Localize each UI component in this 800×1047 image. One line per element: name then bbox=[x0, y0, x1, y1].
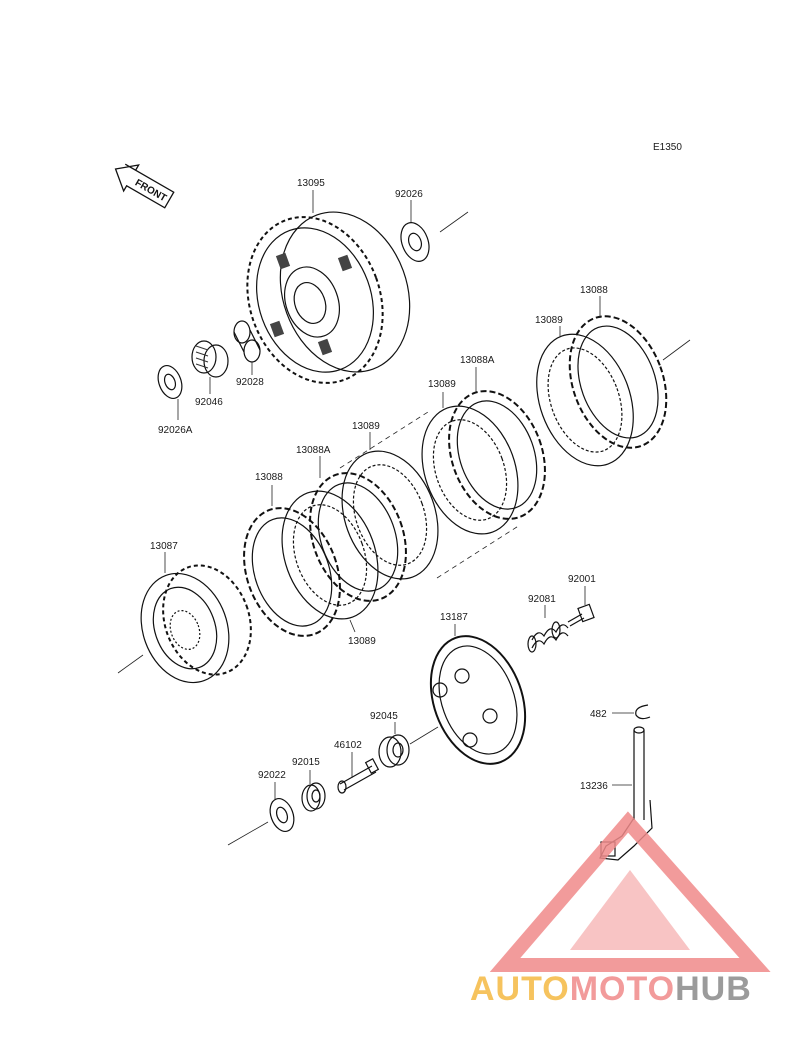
label-13236: 13236 bbox=[580, 781, 608, 792]
sleeve-92028 bbox=[233, 320, 261, 375]
friction-plate-13088a-mid bbox=[448, 367, 546, 520]
label-92015: 92015 bbox=[292, 757, 320, 768]
label-92001: 92001 bbox=[568, 574, 596, 585]
clutch-housing-13095 bbox=[246, 190, 411, 384]
label-13095: 13095 bbox=[297, 178, 325, 189]
clutch-hub-13087 bbox=[117, 552, 252, 684]
front-arrow-icon: FRONT bbox=[114, 163, 175, 209]
automotohub-watermark-logo: AUTOMOTOHUB bbox=[470, 811, 771, 1008]
diagram-code: E1350 bbox=[653, 142, 682, 153]
pushrod-46102 bbox=[337, 752, 380, 794]
dash-line-lower bbox=[436, 524, 521, 579]
steel-plate-13089-mid2 bbox=[341, 432, 439, 580]
needle-bearing-92046 bbox=[191, 340, 229, 394]
label-92022: 92022 bbox=[258, 770, 286, 781]
friction-plate-13088-left bbox=[243, 485, 341, 637]
label-46102: 46102 bbox=[334, 740, 362, 751]
label-13089-bottom: 13089 bbox=[348, 636, 376, 647]
label-92046: 92046 bbox=[195, 397, 223, 408]
label-13088-left: 13088 bbox=[255, 472, 283, 483]
label-92081: 92081 bbox=[528, 594, 556, 605]
steel-plate-13089-mid bbox=[421, 392, 519, 535]
label-13088-top: 13088 bbox=[580, 285, 608, 296]
nut-92015 bbox=[301, 770, 326, 812]
pressure-plate-13187 bbox=[429, 624, 527, 765]
label-482: 482 bbox=[590, 709, 607, 720]
clip-482 bbox=[612, 704, 651, 720]
label-13088a-mid: 13088A bbox=[460, 355, 495, 366]
steel-plate-13089-bottom bbox=[281, 490, 379, 633]
label-92045: 92045 bbox=[370, 711, 398, 722]
label-13087: 13087 bbox=[150, 541, 178, 552]
spring-92081 bbox=[527, 605, 569, 653]
label-13089-mid: 13089 bbox=[428, 379, 456, 390]
label-92026a: 92026A bbox=[158, 425, 193, 436]
watermark-part2: MOTO bbox=[570, 970, 675, 1008]
label-13089-mid2: 13089 bbox=[352, 421, 380, 432]
watermark-part1: AUTO bbox=[470, 970, 570, 1008]
label-13088a-left: 13088A bbox=[296, 445, 331, 456]
label-92028: 92028 bbox=[236, 377, 264, 388]
bolt-92001 bbox=[567, 586, 595, 627]
svg-text:AUTOMOTOHUB: AUTOMOTOHUB bbox=[470, 970, 752, 1008]
label-92026: 92026 bbox=[395, 189, 423, 200]
bearing-92045 bbox=[378, 722, 439, 768]
label-13089-top: 13089 bbox=[535, 315, 563, 326]
washer-92026 bbox=[400, 200, 469, 262]
washer-92022 bbox=[227, 782, 295, 846]
label-13187: 13187 bbox=[440, 612, 468, 623]
friction-plate-13088-top bbox=[568, 296, 691, 449]
watermark-part3: HUB bbox=[675, 970, 752, 1008]
washer-92026a bbox=[157, 364, 183, 420]
